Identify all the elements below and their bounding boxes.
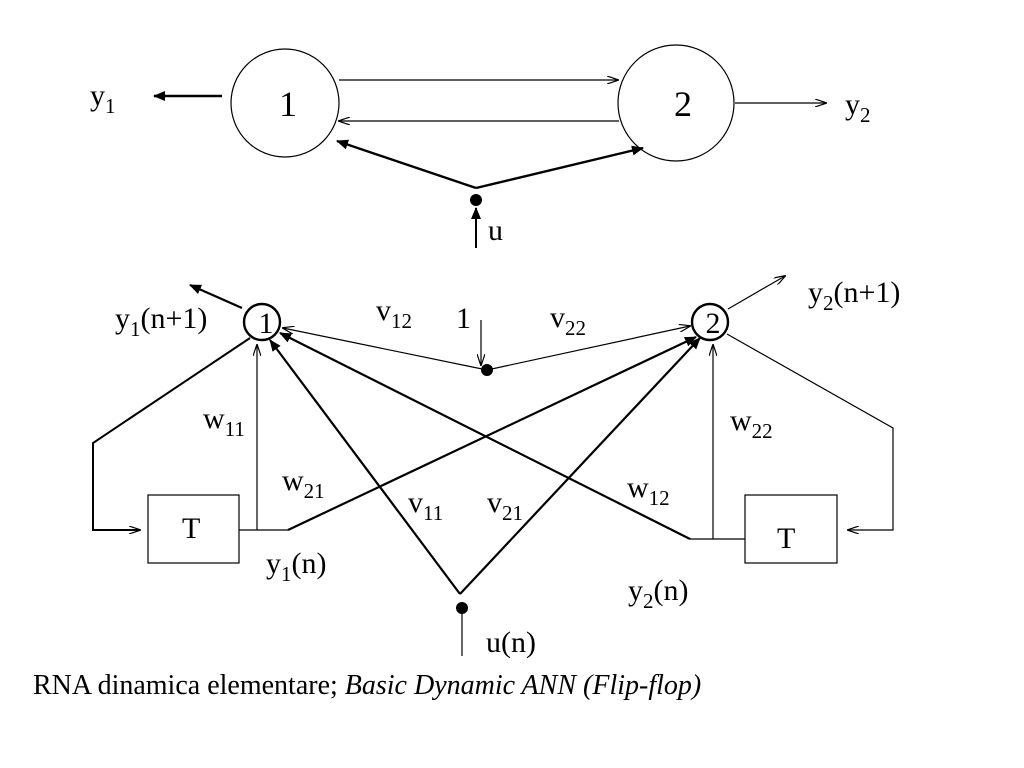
bottom-output-1-label: y1(n+1) [115, 302, 207, 341]
caption-italic: Basic Dynamic ANN (Flip-flop) [344, 670, 702, 701]
delay-box-right [744, 494, 838, 564]
top-neuron-1 [230, 48, 340, 158]
bottom-output-2-label: y2(n+1) [808, 276, 900, 315]
input-label: u(n) [486, 626, 536, 659]
bottom-neuron-1-label: 1 [259, 307, 274, 340]
top-neuron-1-label: 1 [279, 84, 297, 124]
bias-to-neuron-1 [283, 328, 488, 371]
top-output-1-label: y1 [90, 79, 116, 118]
delay-box-left-label: T [182, 512, 200, 545]
figure-caption: RNA dinamica elementare; Basic Dynamic A… [33, 670, 701, 702]
feedback-right-path [726, 333, 894, 530]
feedback-left-path [92, 337, 251, 530]
weight-w12: w12 [627, 471, 670, 510]
weight-v22: v22 [550, 301, 586, 340]
edge-v21 [459, 337, 701, 595]
input-node [456, 602, 468, 614]
top-diagram: 1 2 u y1 y2 [90, 44, 871, 248]
weight-v11: v11 [408, 486, 443, 525]
edge-v11 [269, 339, 461, 595]
state-y2-label: y2(n) [628, 574, 688, 613]
top-output-2-label: y2 [845, 88, 871, 127]
delay-box-left [147, 494, 240, 564]
top-neuron-2 [617, 44, 735, 162]
top-input-node [470, 194, 482, 206]
edge-w21 [287, 336, 697, 531]
bottom-diagram: 1 2 y1(n+1) y2(n+1) 1 T T [92, 276, 900, 659]
bottom-neuron-1 [242, 302, 282, 342]
bottom-output-1-arrow [189, 283, 243, 310]
delay-box-right-label: T [777, 522, 795, 555]
weight-v12: v12 [376, 294, 412, 333]
top-input-to-2 [475, 145, 644, 190]
weight-w11: w11 [203, 402, 245, 441]
bias-label: 1 [456, 302, 471, 335]
bottom-neuron-2 [690, 302, 730, 342]
weight-w21: w21 [282, 464, 325, 503]
edge-w12 [279, 332, 691, 540]
caption-plain: RNA dinamica elementare; [33, 670, 345, 701]
weight-w22: w22 [730, 404, 773, 443]
state-y1-label: y1(n) [266, 547, 326, 586]
bottom-output-2-arrow [727, 276, 785, 310]
top-input-label: u [488, 214, 503, 247]
bottom-neuron-2-label: 2 [706, 307, 721, 340]
top-input-to-1 [336, 139, 477, 190]
bias-to-neuron-2 [486, 326, 690, 371]
top-neuron-2-label: 2 [674, 84, 692, 124]
weight-v21: v21 [487, 486, 523, 525]
